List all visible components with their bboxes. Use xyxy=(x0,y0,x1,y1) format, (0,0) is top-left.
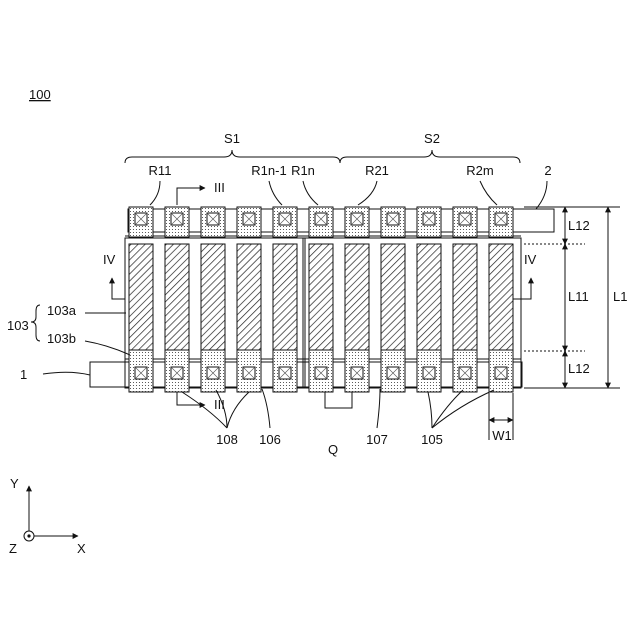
region-label-r21: R21 xyxy=(365,163,389,178)
leader-105-a xyxy=(428,392,432,428)
strip-channel-8 xyxy=(381,244,405,351)
brace-s1 xyxy=(125,150,340,163)
dimension-label-w1: W1 xyxy=(492,428,512,443)
dimension-label-l12-top: L12 xyxy=(568,218,590,233)
wire-label-2: 2 xyxy=(544,163,551,178)
section-iv-right-arrow xyxy=(513,278,531,299)
leader-105-c xyxy=(432,390,494,428)
axis-z-dot xyxy=(27,534,30,537)
leader-r2m xyxy=(480,181,497,205)
leader-107 xyxy=(377,389,380,428)
ref-label-106: 106 xyxy=(259,432,281,447)
strip-channel-1 xyxy=(129,244,153,351)
wire-label-1: 1 xyxy=(20,367,27,382)
section-label-iii-top: III xyxy=(214,180,225,195)
layout-geometry xyxy=(24,150,620,541)
strip-channel-4 xyxy=(237,244,261,351)
figure-number: 100 xyxy=(29,87,51,102)
region-label-r11: R11 xyxy=(149,163,172,178)
leader-103b xyxy=(85,341,130,355)
dimension-label-l11: L11 xyxy=(568,289,589,304)
layer-label-103: 103 xyxy=(7,318,29,333)
leader-r11 xyxy=(150,181,160,205)
dimension-label-l12-bottom: L12 xyxy=(568,361,590,376)
strip-channel-2 xyxy=(165,244,189,351)
section-iii-top-arrow xyxy=(177,188,205,205)
strip-channel-10 xyxy=(453,244,477,351)
layer-label-103b: 103b xyxy=(47,331,76,346)
strip-channel-11 xyxy=(489,244,513,351)
layer-label-103a: 103a xyxy=(47,303,77,318)
ref-label-105: 105 xyxy=(421,432,443,447)
strip-channel-7 xyxy=(345,244,369,351)
dimension-label-l1: L1 xyxy=(613,289,627,304)
leader-r1n-1 xyxy=(269,181,282,205)
ref-label-108: 108 xyxy=(216,432,238,447)
strip-channel-3 xyxy=(201,244,225,351)
axis-label-z: Z xyxy=(9,541,17,556)
ref-label-q: Q xyxy=(328,442,338,457)
group-label-s2: S2 xyxy=(424,131,440,146)
leader-wire-2 xyxy=(536,181,547,209)
section-label-iv-left: IV xyxy=(103,252,116,267)
strip-channel-9 xyxy=(417,244,441,351)
leader-r1n xyxy=(303,181,318,205)
leader-108-c xyxy=(227,392,249,428)
region-label-r1n-1: R1n-1 xyxy=(251,163,286,178)
region-label-r1n: R1n xyxy=(291,163,315,178)
axis-label-x: X xyxy=(77,541,86,556)
section-label-iii-bottom: III xyxy=(214,397,225,412)
ref-label-107: 107 xyxy=(366,432,388,447)
leader-r21 xyxy=(358,181,377,205)
strip-channel-5 xyxy=(273,244,297,351)
leader-wire-1 xyxy=(43,372,90,375)
section-label-iv-right: IV xyxy=(524,252,537,267)
brace-s2 xyxy=(340,150,520,163)
leader-106 xyxy=(262,389,270,428)
region-label-r2m: R2m xyxy=(466,163,493,178)
group-label-s1: S1 xyxy=(224,131,240,146)
strip-channel-6 xyxy=(309,244,333,351)
axis-label-y: Y xyxy=(10,476,19,491)
brace-103 xyxy=(31,305,40,341)
section-iv-left-arrow xyxy=(112,278,125,299)
